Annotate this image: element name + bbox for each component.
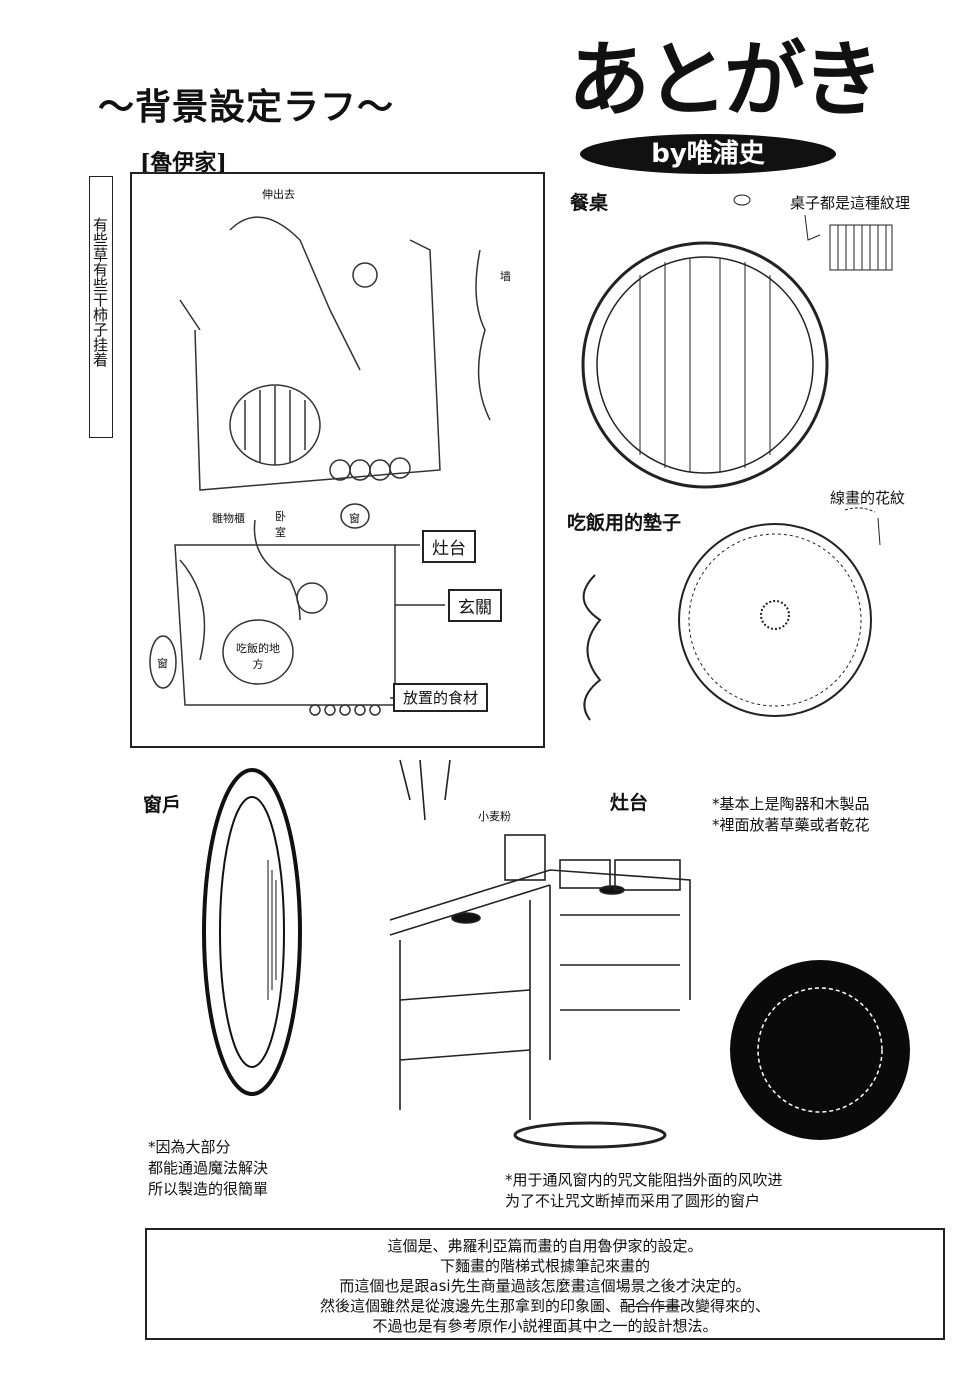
sketch-label-extend: 伸出去 [262,188,295,201]
sketch-label-dining: 吃飯的地方 [236,642,280,671]
sketch-label-window-top: 窗 [349,512,360,525]
house-sketch-frame [130,172,545,748]
afterword-line: 下麵畫的階梯式根據筆記來畫的 [439,1257,650,1275]
stove-heading: 灶台 [610,792,649,814]
sketch-label-wall: 墙 [500,270,511,283]
afterword-text-box: 這個是、弗羅利亞篇而畫的自用魯伊家的設定。 下麵畫的階梯式根據筆記來畫的 而這個… [145,1228,945,1340]
afterword-text: 改變得來的、 [680,1297,771,1315]
flour-label: 小麦粉 [478,810,511,823]
afterword-text: 然後這個雖然是從渡邊先生那拿到的印象圖、 [319,1297,620,1315]
table-texture-note: 桌子都是這種紋理 [790,194,911,212]
sketch-label-bedroom: 卧室 [275,510,286,539]
stove-note: *裡面放著草藥或者乾花 [712,816,870,834]
label-stove: 灶台 [422,530,476,563]
label-entrance: 玄關 [448,589,502,622]
side-note: 有些草有些干柿子挂着 [89,176,113,438]
author-byline: by唯浦史 [580,134,836,174]
spell-note-line: 为了不让咒文断掉而采用了圆形的窗户 [505,1192,761,1210]
afterword-line: 然後這個雖然是從渡邊先生那拿到的印象圖、配合作畫改變得來的、 [147,1296,943,1316]
sketch-label-cabinet: 雛物櫃 [212,512,245,525]
stove-notes: *基本上是陶器和木製品 *裡面放著草藥或者乾花 [712,794,870,836]
label-ingredients: 放置的食材 [393,683,489,712]
window-note-line: 都能通過魔法解決 [148,1159,269,1177]
afterword-line: 而這個也是跟asi先生商量過該怎麼畫這個場景之後才決定的。 [339,1277,751,1295]
mat-heading: 吃飯用的墊子 [567,512,682,534]
house-room-sketch [179,216,491,491]
struck-text: 配合作畫 [619,1297,680,1315]
spell-note: *用于通风窗内的咒文能阻挡外面的风吹进 为了不让咒文断掉而采用了圆形的窗户 [505,1170,783,1212]
house-label: [魯伊家] [140,150,227,176]
dining-mat-sketch [582,507,881,721]
afterword-line: 不過也是有參考原作小説裡面其中之一的設計想法。 [372,1317,718,1335]
table-heading: 餐桌 [570,192,609,214]
mat-pattern-note: 線畫的花紋 [830,489,906,507]
window-note-line: 所以製造的很簡單 [148,1180,269,1198]
stove-cabinet-sketch [389,759,691,1149]
afterword-logo: あとがき [568,33,884,128]
house-floorplan-sketch [149,503,445,716]
spell-window-sketch [730,960,910,1140]
sketch-label-window-left: 窗 [157,657,168,670]
page-title: ～背景設定ラフ～ [98,86,395,128]
window-ring-sketch [202,768,302,1096]
window-heading: 窗戶 [143,794,182,816]
spell-note-line: *用于通风窗内的咒文能阻挡外面的风吹进 [505,1171,783,1189]
dining-table-sketch [581,194,893,489]
window-note: *因為大部分 都能通過魔法解決 所以製造的很簡單 [148,1137,268,1200]
stove-note: *基本上是陶器和木製品 [712,795,870,813]
afterword-line: 這個是、弗羅利亞篇而畫的自用魯伊家的設定。 [387,1237,703,1255]
window-note-line: *因為大部分 [148,1138,231,1156]
